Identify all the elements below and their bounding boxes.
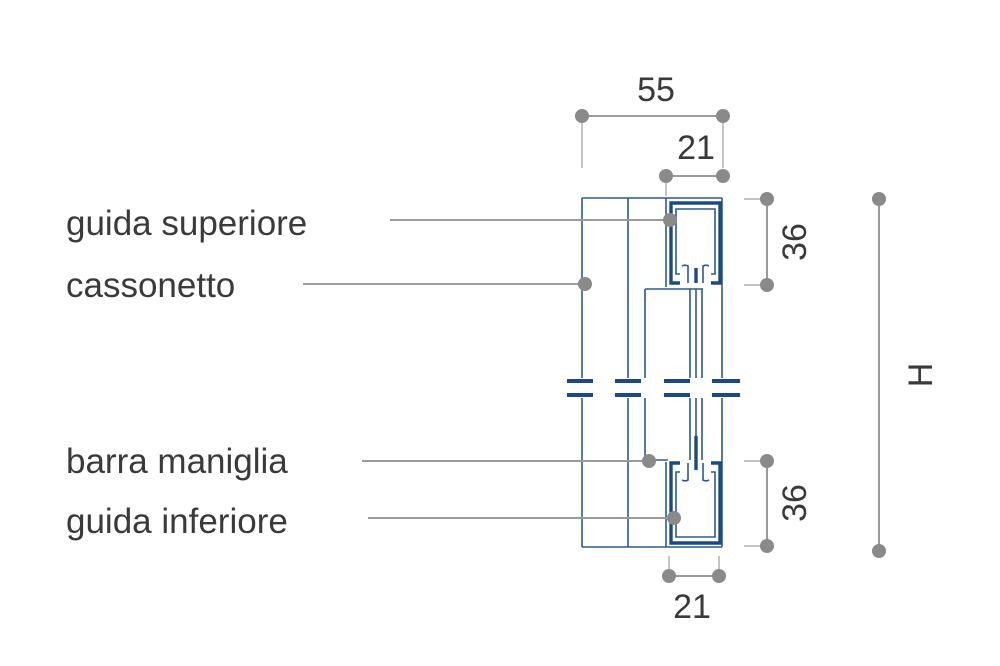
callout-dot <box>663 213 677 227</box>
cassonetto-box <box>581 197 723 548</box>
dimension-55: 55 <box>575 71 730 168</box>
callout-barra-maniglia: barra maniglia <box>66 442 656 481</box>
dimension-21-bottom: 21 <box>662 556 726 626</box>
dimension-21-top: 21 <box>659 129 730 196</box>
callout-guida-superiore: guida superiore <box>66 204 677 243</box>
callout-dot <box>642 454 656 468</box>
label-cassonetto: cassonetto <box>66 266 235 305</box>
callout-dot <box>578 277 592 291</box>
break-symbols <box>567 379 740 397</box>
top-guide-profile <box>669 201 722 285</box>
dimension-H: H <box>872 192 940 558</box>
label-guida-inferiore: guida inferiore <box>66 502 288 541</box>
dimension-label-21-bottom: 21 <box>673 588 711 626</box>
label-guida-superiore: guida superiore <box>66 204 307 243</box>
dimension-label-36-top: 36 <box>776 223 814 261</box>
callout-dot <box>667 511 681 525</box>
dimension-label-H: H <box>902 363 940 388</box>
callout-guida-inferiore: guida inferiore <box>66 502 681 541</box>
dimension-36-bottom: 36 <box>744 454 814 553</box>
dimension-label-55: 55 <box>637 71 675 109</box>
dimension-36-top: 36 <box>744 192 814 292</box>
label-barra-maniglia: barra maniglia <box>66 442 288 481</box>
dimension-label-36-bottom: 36 <box>776 484 814 522</box>
bottom-guide-profile <box>669 436 722 545</box>
screen-panel <box>644 288 703 461</box>
callout-cassonetto: cassonetto <box>66 266 592 305</box>
dimension-label-21-top: 21 <box>677 129 715 167</box>
